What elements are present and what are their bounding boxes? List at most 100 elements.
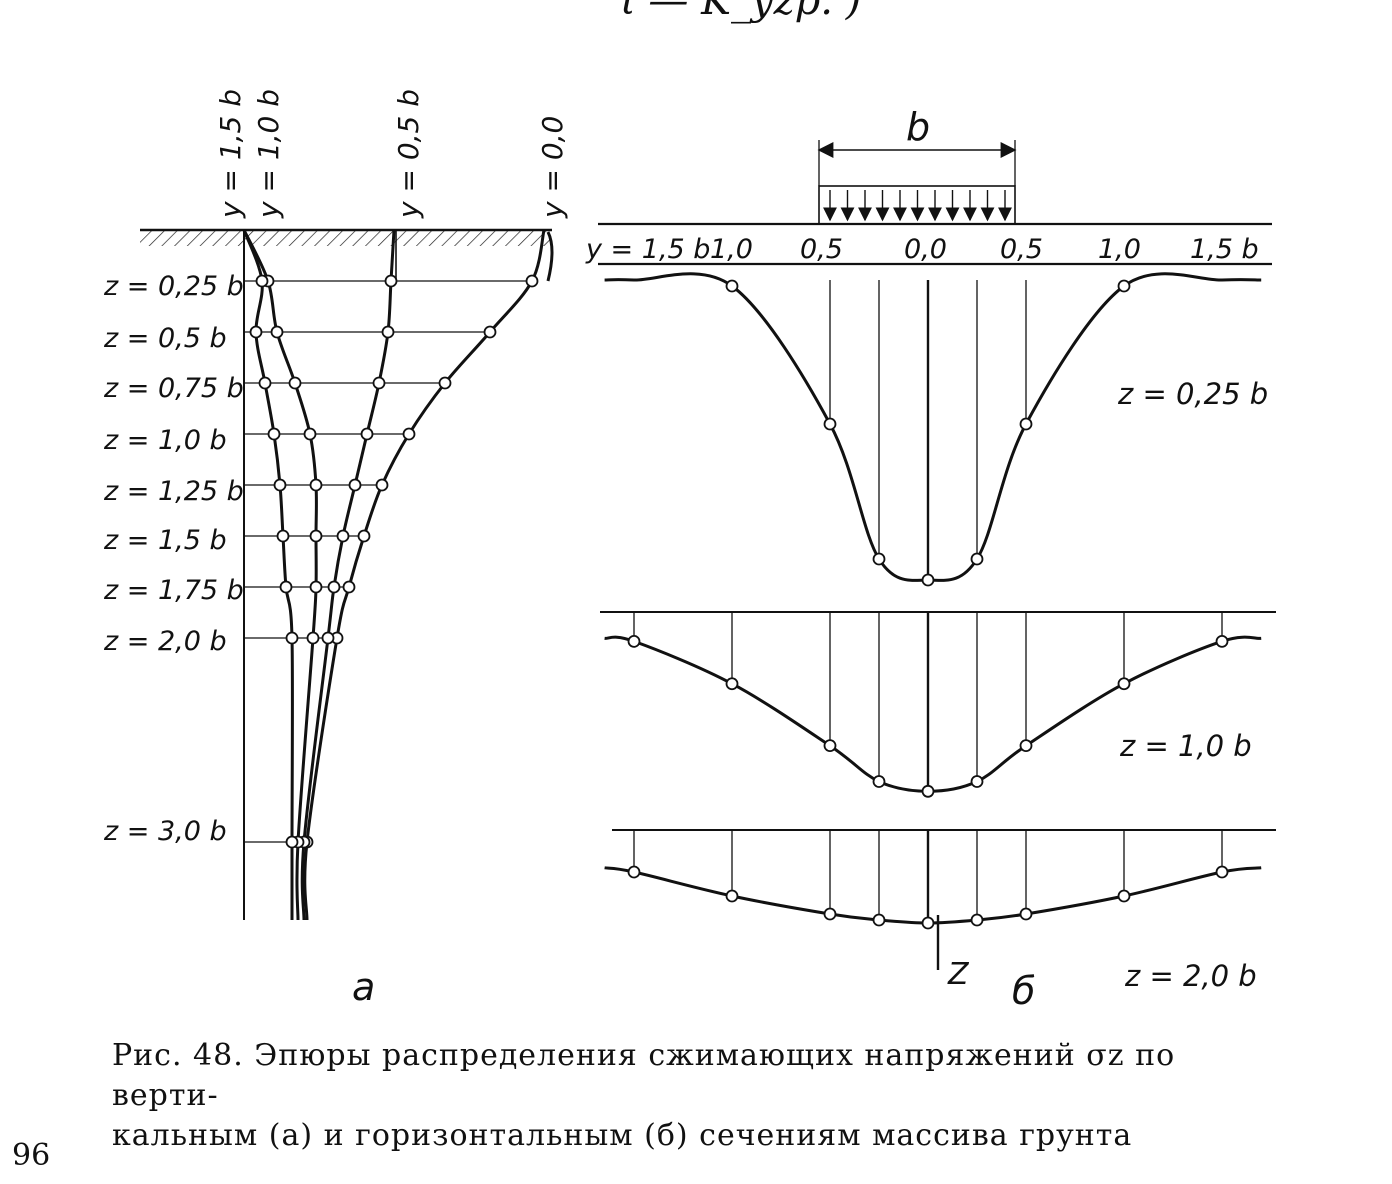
curve-label-y-0-5b: y = 0,5 b — [392, 89, 425, 219]
y-tick-label: 0,0 — [904, 234, 947, 265]
panel-b-label: б — [1012, 969, 1035, 1013]
data-point — [321, 631, 335, 645]
data-point — [342, 580, 356, 594]
data-point — [348, 478, 362, 492]
y-tick-label: 1,0 — [710, 234, 753, 265]
data-point — [725, 677, 739, 691]
depth-label-z-0-5b: z = 0,5 b — [103, 323, 227, 354]
section-curve — [604, 866, 1262, 925]
panel-a: y = 1,5 b y = 1,0 b y = 0,5 b y = 0,0 z … — [103, 89, 569, 1009]
data-point — [525, 274, 539, 288]
figure-48: y = 1,5 b y = 1,0 b y = 0,5 b y = 0,0 z … — [103, 89, 1276, 1013]
data-point — [872, 552, 886, 566]
load-arrows — [823, 190, 1012, 222]
section-label-z-1-0b: z = 1,0 b — [1119, 729, 1252, 763]
data-point — [970, 552, 984, 566]
caption-line-2: кальным (а) и горизонтальным (б) сечения… — [112, 1118, 1133, 1153]
load-width-label: b — [906, 105, 930, 149]
depth-label-z-1-25b: z = 1,25 b — [103, 476, 244, 507]
panel-b: b y = 1,5 b 1,0 0,5 0,0 0,5 1,0 1,5 b Z … — [585, 105, 1276, 1013]
data-point — [627, 634, 641, 648]
data-point — [1019, 907, 1033, 921]
y-tick-label: 1,0 — [1098, 234, 1141, 265]
depth-label-z-1-5b: z = 1,5 b — [103, 525, 227, 556]
data-point — [1019, 739, 1033, 753]
data-point — [483, 325, 497, 339]
section-3 — [604, 829, 1276, 930]
section-2 — [600, 611, 1276, 798]
data-point — [921, 573, 935, 587]
curve-label-y-0-0: y = 0,0 — [536, 116, 569, 219]
data-point — [372, 376, 386, 390]
data-point — [288, 376, 302, 390]
y-tick-label: y = 1,5 b — [585, 234, 710, 265]
data-point — [627, 865, 641, 879]
data-point — [306, 631, 320, 645]
data-point — [285, 835, 299, 849]
data-point — [1117, 677, 1131, 691]
y-tick-label: 0,5 — [1000, 234, 1043, 265]
page-header-fragment: ι — Κ_yzp. ) — [620, 0, 862, 24]
data-point — [276, 529, 290, 543]
depth-label-z-1-0b: z = 1,0 b — [103, 425, 227, 456]
curve-label-y-1-5b: y = 1,5 b — [214, 89, 247, 219]
data-point — [402, 427, 416, 441]
depth-label-z-2-0b: z = 2,0 b — [103, 626, 227, 657]
panel-a-label: а — [352, 965, 375, 1009]
section-curve — [604, 635, 1262, 793]
figure-caption: Рис. 48. Эпюры распределения сжимающих н… — [112, 1036, 1292, 1156]
panel-b-sections — [600, 272, 1276, 930]
depth-label-z-0-25b: z = 0,25 b — [103, 271, 244, 302]
section-1 — [604, 272, 1262, 587]
data-point — [970, 775, 984, 788]
ground-hatching — [140, 230, 550, 246]
data-point — [327, 580, 341, 594]
data-point — [279, 580, 293, 594]
data-point — [255, 274, 269, 288]
data-point — [336, 529, 350, 543]
data-point — [823, 739, 837, 753]
panel-a-points — [249, 274, 539, 849]
data-point — [1019, 417, 1033, 431]
section-curve — [604, 272, 1262, 582]
data-point — [872, 913, 886, 927]
data-point — [270, 325, 284, 339]
curve-label-y-1-0b: y = 1,0 b — [252, 89, 285, 219]
depth-label-z-1-75b: z = 1,75 b — [103, 575, 244, 606]
data-point — [249, 325, 263, 339]
depth-label-z-3-0b: z = 3,0 b — [103, 816, 227, 847]
data-point — [285, 631, 299, 645]
series-line-cap — [546, 231, 554, 282]
data-point — [725, 279, 739, 293]
data-point — [921, 916, 935, 930]
data-point — [921, 784, 935, 798]
data-point — [823, 417, 837, 431]
data-point — [823, 907, 837, 921]
section-label-z-2-0b: z = 2,0 b — [1124, 959, 1257, 993]
data-point — [438, 376, 452, 390]
data-point — [357, 529, 371, 543]
data-point — [258, 376, 272, 390]
data-point — [970, 913, 984, 927]
data-point — [309, 529, 323, 543]
depth-label-z-0-75b: z = 0,75 b — [103, 373, 244, 404]
data-point — [1117, 889, 1131, 903]
series-line — [303, 229, 546, 921]
data-point — [1117, 279, 1131, 293]
y-axis-labels: y = 1,5 b 1,0 0,5 0,0 0,5 1,0 1,5 b — [585, 234, 1259, 265]
data-point — [303, 427, 317, 441]
section-label-z-0-25b: z = 0,25 b — [1117, 377, 1268, 411]
y-tick-label: 0,5 — [800, 234, 843, 265]
data-point — [309, 478, 323, 492]
caption-line-1: Рис. 48. Эпюры распределения сжимающих н… — [112, 1038, 1176, 1113]
data-point — [360, 427, 374, 441]
data-point — [1215, 634, 1229, 648]
data-point — [872, 775, 886, 788]
y-tick-label: 1,5 b — [1190, 234, 1259, 265]
data-point — [375, 478, 389, 492]
z-axis-label: Z — [947, 957, 970, 992]
panel-a-curves — [242, 229, 554, 921]
page-number: 96 — [12, 1138, 51, 1173]
data-point — [267, 427, 281, 441]
data-point — [384, 274, 398, 288]
